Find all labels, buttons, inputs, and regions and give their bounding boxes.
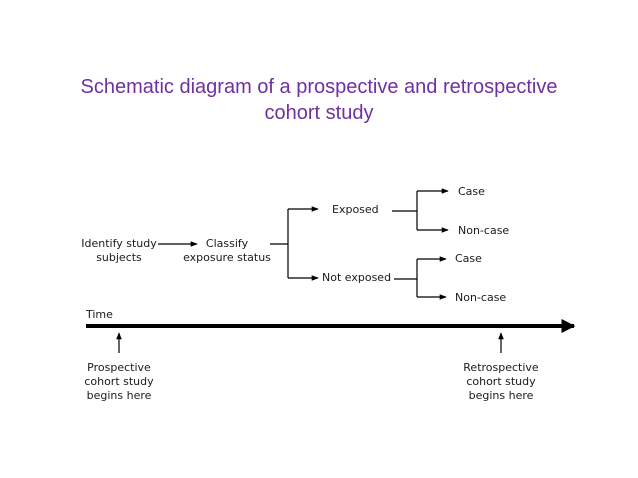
slide-title-line-2: cohort study: [264, 102, 374, 124]
prospective-label-line-2: cohort study: [84, 375, 154, 388]
node-notexposed-case: Case: [455, 252, 482, 265]
node-exposed: Exposed: [332, 203, 379, 216]
node-identify-line-1: Identify study: [81, 237, 157, 250]
node-identify-line-2: subjects: [96, 251, 142, 264]
node-not-exposed: Not exposed: [322, 271, 391, 284]
retrospective-label-line-1: Retrospective: [463, 361, 539, 374]
prospective-label-line-1: Prospective: [87, 361, 151, 374]
timeline-label: Time: [85, 308, 113, 321]
prospective-label-line-3: begins here: [87, 389, 152, 402]
retrospective-label-line-2: cohort study: [466, 375, 536, 388]
node-classify-line-2: exposure status: [183, 251, 271, 264]
node-classify-line-1: Classify: [206, 237, 249, 250]
node-notexposed-noncase: Non-case: [455, 291, 506, 304]
node-exposed-case: Case: [458, 185, 485, 198]
node-exposed-noncase: Non-case: [458, 224, 509, 237]
retrospective-label-line-3: begins here: [469, 389, 534, 402]
slide-title-line-1: Schematic diagram of a prospective and r…: [80, 76, 558, 98]
